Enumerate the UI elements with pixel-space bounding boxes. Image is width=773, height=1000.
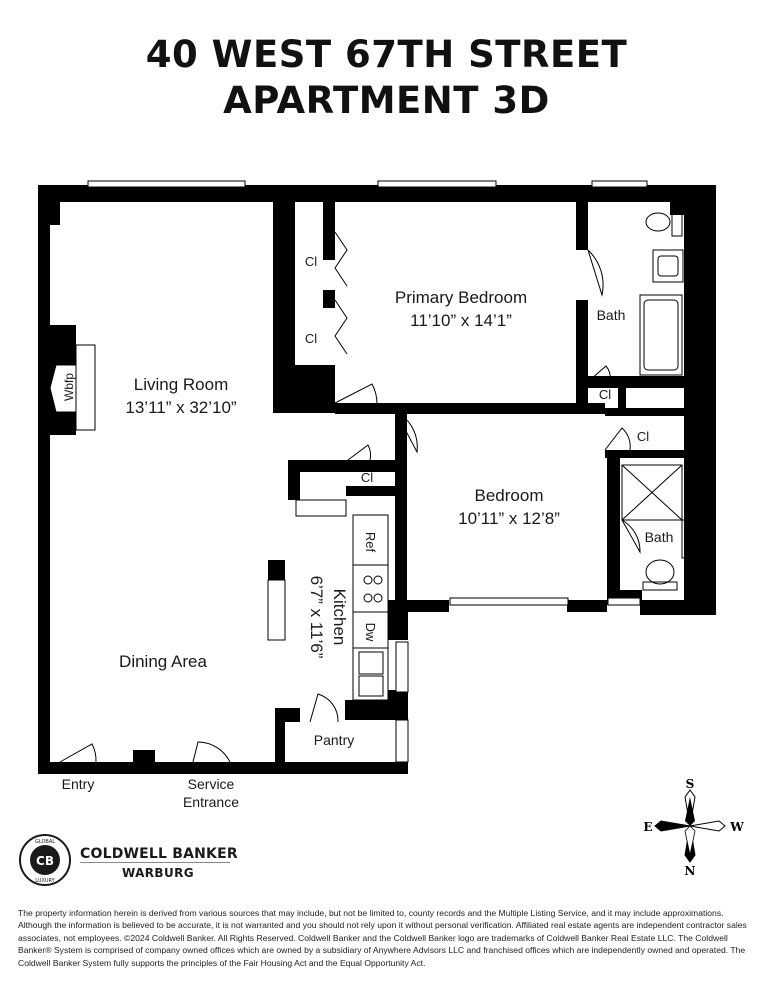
- compass-w-label: W: [729, 820, 744, 834]
- fixtures: [49, 207, 705, 701]
- brand-divider: [80, 862, 230, 863]
- closet-4-label: Cl: [599, 387, 611, 402]
- bath-2-label: Bath: [645, 529, 674, 545]
- title-line-1: 40 WEST 67TH STREET: [145, 33, 628, 76]
- title-line-2: APARTMENT 3D: [223, 79, 550, 122]
- walls: [38, 185, 716, 774]
- refrigerator-label: Ref: [363, 532, 378, 553]
- compass-e-label: E: [643, 820, 652, 834]
- disclaimer-text: The property information herein is deriv…: [18, 908, 747, 968]
- entry-label: Entry: [62, 776, 95, 792]
- closet-3-label: Cl: [361, 470, 373, 485]
- brand-office: WARBURG: [122, 866, 195, 880]
- primary-bedroom-size: 11’10” x 14’1”: [410, 311, 512, 330]
- fireplace-label: Wbfp: [62, 373, 76, 401]
- dining-area-label: Dining Area: [119, 652, 207, 671]
- bedroom-label: Bedroom: [475, 486, 544, 505]
- seal-top-text: GLOBAL: [35, 839, 55, 845]
- kitchen-label: Kitchen: [330, 589, 349, 646]
- seal-bottom-text: LUXURY: [35, 878, 55, 884]
- bedroom-size: 10’11” x 12’8”: [458, 509, 560, 528]
- living-room-label: Living Room: [134, 375, 229, 394]
- living-room-size: 13’11” x 32’10”: [125, 398, 237, 417]
- closet-1-label: Cl: [305, 254, 317, 269]
- compass-rose: S E W N: [643, 777, 744, 878]
- coldwell-banker-seal-icon: CB GLOBAL LUXURY: [19, 834, 71, 886]
- primary-bedroom-label: Primary Bedroom: [395, 288, 527, 307]
- bath-1-label: Bath: [597, 307, 626, 323]
- closet-5-label: Cl: [637, 429, 649, 444]
- pantry-label: Pantry: [314, 732, 354, 748]
- dishwasher-label: Dw: [363, 623, 378, 642]
- compass-n-label: N: [685, 864, 696, 878]
- kitchen-size: 6’7” x 11’6”: [307, 576, 326, 659]
- brand-name: COLDWELL BANKER: [80, 846, 238, 862]
- seal-mark: CB: [36, 854, 54, 868]
- service-entrance-label-2: Entrance: [183, 794, 239, 810]
- compass-s-label: S: [686, 777, 695, 791]
- service-entrance-label-1: Service: [188, 776, 235, 792]
- closet-2-label: Cl: [305, 331, 317, 346]
- windows: [87, 180, 648, 763]
- doors: [59, 231, 641, 763]
